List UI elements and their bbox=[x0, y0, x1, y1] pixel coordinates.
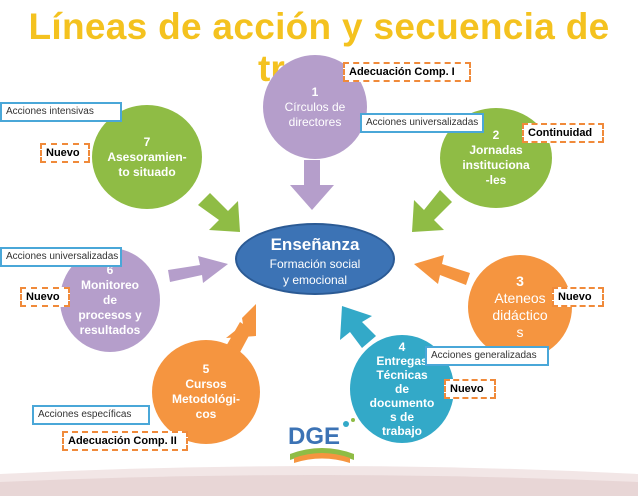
tag-acciones-universalizadas-left: Acciones universalizadas bbox=[0, 247, 122, 267]
circle-label: Metodológi- bbox=[172, 392, 240, 406]
center-ensenanza: Enseñanza Formación social y emocional bbox=[235, 223, 395, 295]
tag-adecuacion-1: Adecuación Comp. I bbox=[343, 62, 471, 82]
circle-label: Ateneos bbox=[494, 290, 546, 306]
circle-label: Círculos de bbox=[284, 99, 346, 114]
circle-label: Entregas bbox=[376, 354, 428, 368]
bottom-decorative-band bbox=[0, 466, 638, 496]
circle-label: directores bbox=[288, 114, 342, 129]
circle-label: instituciona bbox=[462, 158, 530, 172]
dge-logo: DGE bbox=[288, 418, 355, 463]
arrow-from-asesoramiento bbox=[198, 193, 240, 232]
circle-number: 6 bbox=[106, 262, 114, 277]
arrow-from-entregas bbox=[340, 306, 376, 348]
circle-label: Técnicas bbox=[376, 368, 428, 382]
circle-number: 3 bbox=[516, 273, 524, 289]
logo-text: DGE bbox=[288, 423, 340, 450]
tag-nuevo-4: Nuevo bbox=[444, 379, 496, 399]
circle-asesoramiento: 7 Asesoramien- to situado bbox=[92, 105, 202, 209]
circle-label: Cursos bbox=[185, 377, 227, 391]
circle-label: didáctico bbox=[492, 307, 548, 323]
arrow-from-jornadas bbox=[412, 190, 452, 232]
circle-label: documento bbox=[369, 396, 435, 410]
center-sub-2: y emocional bbox=[282, 273, 348, 287]
tag-nuevo-6: Nuevo bbox=[20, 287, 70, 307]
page-title: Líneas de acción y secuencia de bbox=[28, 6, 610, 47]
circle-label: s bbox=[516, 324, 524, 340]
circle-number: 4 bbox=[398, 340, 406, 354]
tag-acciones-universalizadas-top: Acciones universalizadas bbox=[360, 113, 484, 133]
circle-label: resultados bbox=[79, 322, 141, 337]
circle-label: -les bbox=[485, 173, 507, 187]
circle-label: Monitoreo bbox=[81, 277, 139, 292]
circle-number: 7 bbox=[143, 134, 151, 149]
center-sub-1: Formación social bbox=[269, 257, 361, 271]
circle-number: 2 bbox=[492, 128, 500, 142]
arrow-from-ateneos bbox=[414, 255, 470, 285]
tag-acciones-intensivas: Acciones intensivas bbox=[0, 102, 122, 122]
tag-nuevo-3: Nuevo bbox=[552, 287, 604, 307]
circle-label: procesos y bbox=[78, 307, 142, 322]
tag-adecuacion-2: Adecuación Comp. II bbox=[62, 431, 188, 451]
circle-ateneos: 3 Ateneos didáctico s bbox=[468, 255, 572, 359]
circle-label: Asesoramien- bbox=[107, 149, 187, 164]
arrow-from-monitoreo bbox=[168, 256, 228, 283]
tag-acciones-especificas: Acciones específicas bbox=[32, 405, 150, 425]
tag-nuevo-7: Nuevo bbox=[40, 143, 90, 163]
circle-label: de bbox=[102, 292, 117, 307]
circle-cursos: 5 Cursos Metodológi- cos bbox=[152, 340, 260, 444]
circle-label: s de bbox=[389, 410, 414, 424]
center-title: Enseñanza bbox=[270, 235, 360, 254]
circle-label: cos bbox=[195, 407, 217, 421]
circle-label: to situado bbox=[118, 164, 176, 179]
circle-number: 1 bbox=[311, 84, 319, 99]
tag-continuidad: Continuidad bbox=[522, 123, 604, 143]
circle-label: de bbox=[394, 382, 409, 396]
tag-acciones-generalizadas: Acciones generalizadas bbox=[425, 346, 549, 366]
circle-number: 5 bbox=[202, 362, 210, 376]
arrow-from-circulos bbox=[290, 160, 334, 210]
circle-label: Jornadas bbox=[469, 143, 523, 157]
circle-label: trabajo bbox=[381, 424, 422, 438]
